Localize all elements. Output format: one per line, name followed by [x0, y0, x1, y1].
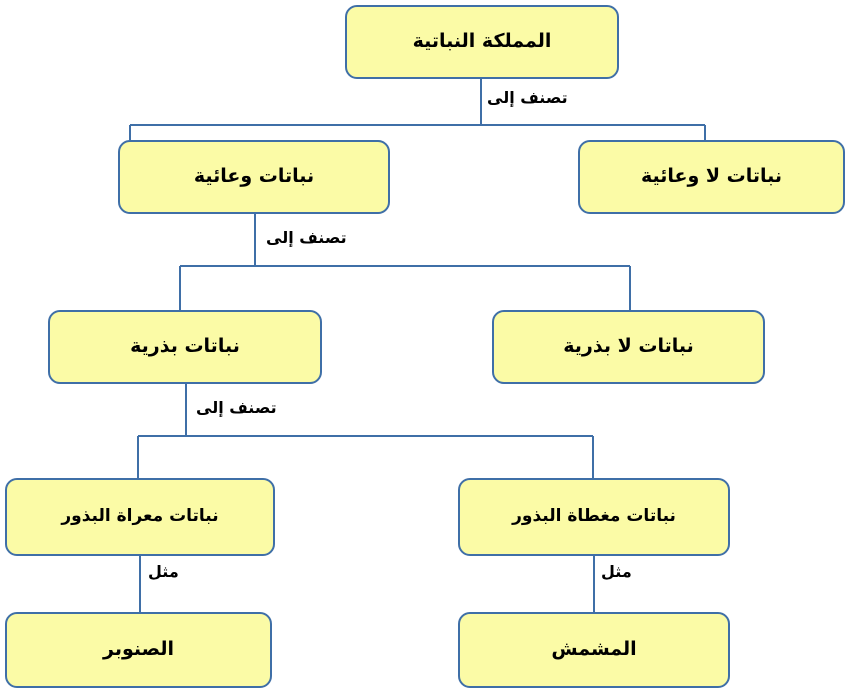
edge-label-classified-into-3: تصنف إلى	[196, 398, 277, 417]
edge-label-classified-into-2: تصنف إلى	[266, 228, 347, 247]
node-seedless-plants[interactable]: نباتات لا بذرية	[492, 310, 765, 384]
node-angiosperms[interactable]: نباتات مغطاة البذور	[458, 478, 730, 556]
node-plant-kingdom[interactable]: المملكة النباتية	[345, 5, 619, 79]
node-seedless-plants-label: نباتات لا بذرية	[563, 335, 694, 358]
node-seed-plants-label: نباتات بذرية	[130, 335, 240, 358]
edge-label-classified-into-1: تصنف إلى	[487, 88, 568, 107]
node-vascular-plants-label: نباتات وعائية	[193, 165, 315, 188]
node-nonvascular-plants[interactable]: نباتات لا وعائية	[578, 140, 845, 214]
node-gymnosperms-label: نباتات معراة البذور	[61, 506, 219, 527]
node-pine[interactable]: الصنوبر	[5, 612, 272, 688]
node-gymnosperms[interactable]: نباتات معراة البذور	[5, 478, 275, 556]
node-nonvascular-plants-label: نباتات لا وعائية	[640, 165, 783, 188]
node-apricot[interactable]: المشمش	[458, 612, 730, 688]
node-apricot-label: المشمش	[551, 638, 637, 661]
node-vascular-plants[interactable]: نباتات وعائية	[118, 140, 390, 214]
node-plant-kingdom-label: المملكة النباتية	[412, 30, 552, 53]
edge-label-example-right: مثل	[601, 562, 632, 581]
node-angiosperms-label: نباتات مغطاة البذور	[512, 506, 676, 527]
node-pine-label: الصنوبر	[103, 638, 174, 661]
edge-label-example-left: مثل	[148, 562, 179, 581]
node-seed-plants[interactable]: نباتات بذرية	[48, 310, 322, 384]
